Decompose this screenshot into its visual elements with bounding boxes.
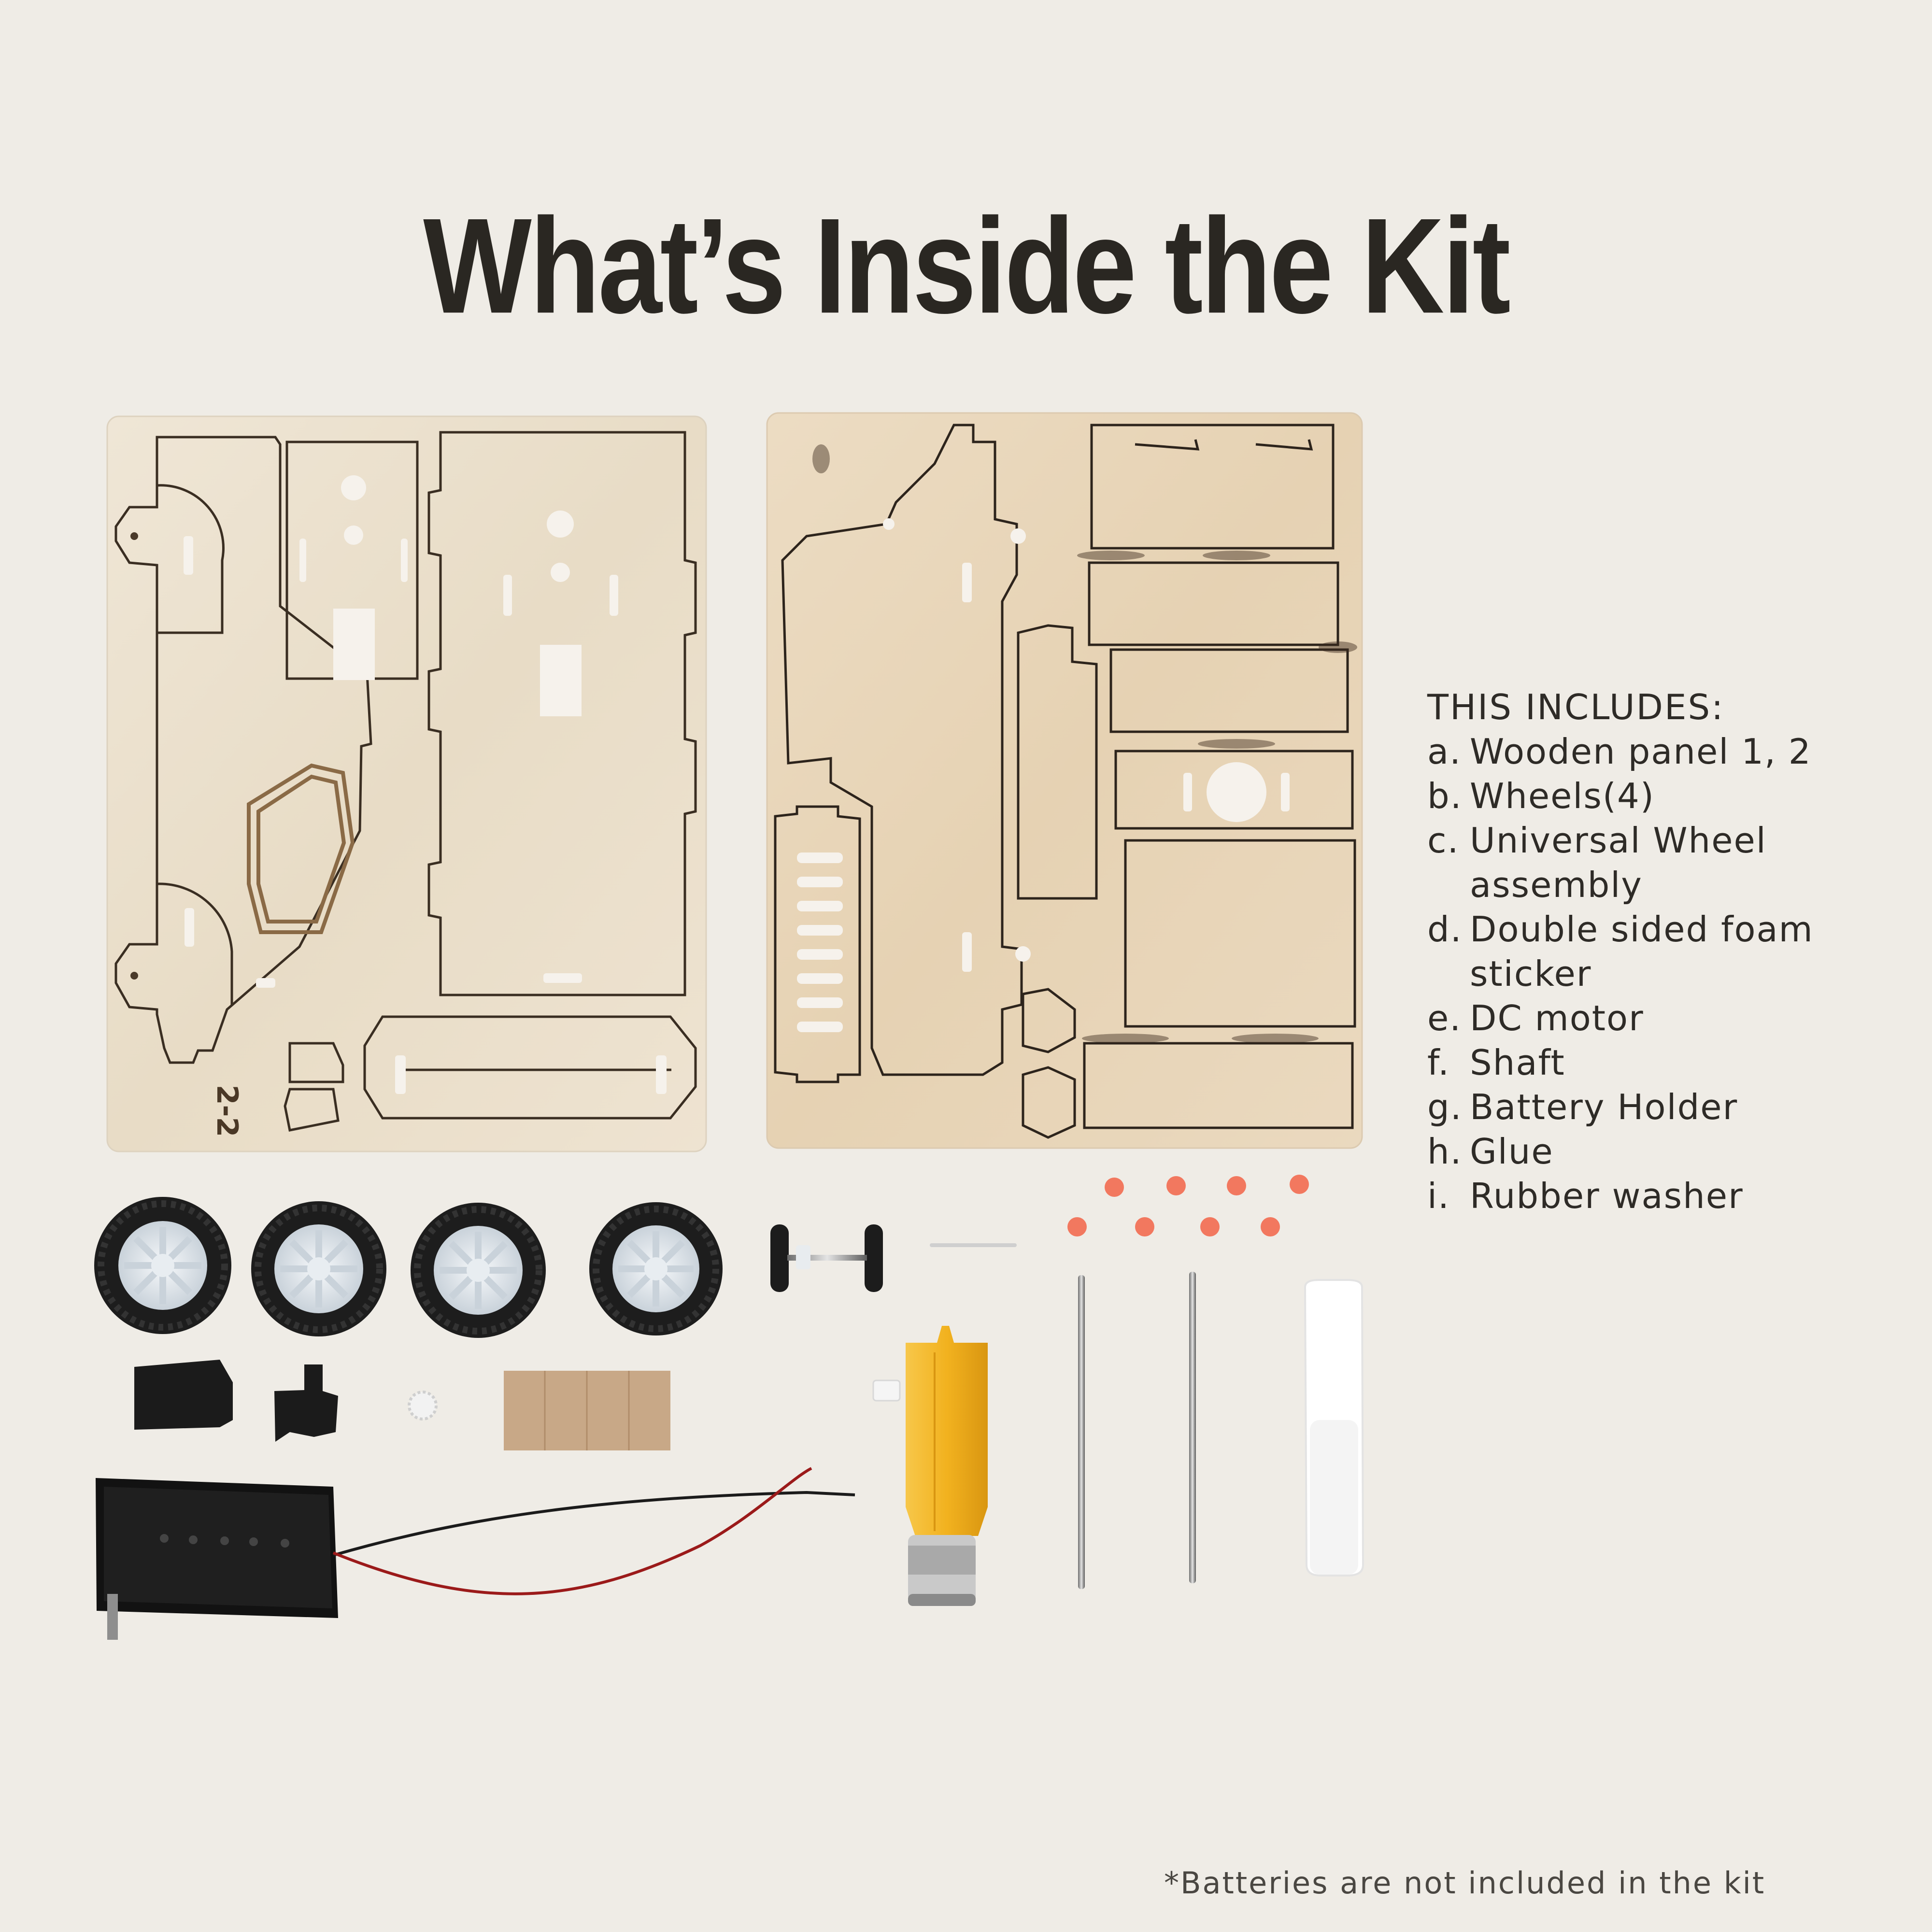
list-item: c.Universal Wheel assembly [1427,818,1910,907]
list-item: f. Shaft [1427,1040,1910,1085]
list-item: h.Glue [1427,1129,1910,1174]
list-text: Battery Holder [1470,1087,1738,1127]
dc-motor [872,1326,988,1606]
list-item: g.Battery Holder [1427,1085,1910,1129]
list-marker: f. [1427,1042,1450,1083]
list-marker: d. [1427,909,1463,950]
wooden-panel-1: 2-2 [106,415,707,1152]
list-marker: a. [1427,731,1462,772]
list-marker: b. [1427,776,1463,816]
batteries-footnote: *Batteries are not included in the kit [1164,1865,1766,1901]
list-text: Universal Wheel assembly [1470,820,1767,905]
list-marker: h. [1427,1131,1463,1172]
list-text: Double sided foam sticker [1470,909,1814,994]
contents-heading: THIS INCLUDES: [1427,687,1725,727]
list-marker: i. [1427,1176,1450,1216]
kit-contents-list: THIS INCLUDES: a.Wooden panel 1, 2 b.Whe… [1427,685,1910,1218]
list-item: d.Double sided foam sticker [1427,907,1910,996]
list-text: DC motor [1470,998,1644,1038]
list-marker: c. [1427,820,1460,861]
list-text: Wheels(4) [1470,776,1655,816]
foam-sticker [504,1371,670,1450]
shafts [1078,1272,1196,1589]
list-text: Wooden panel 1, 2 [1470,731,1812,772]
wooden-panel-2 [766,412,1363,1149]
list-item: a.Wooden panel 1, 2 [1427,729,1910,774]
rubber-washers [1067,1175,1309,1236]
list-item: b.Wheels(4) [1427,774,1910,818]
list-text: Shaft [1470,1042,1565,1083]
list-item: e.DC motor [1427,996,1910,1040]
page-title: What’s Inside the Kit [423,190,1511,342]
list-item: i. Rubber washer [1427,1174,1910,1218]
list-marker: e. [1427,998,1462,1038]
universal-wheel-axle [770,1224,1017,1292]
wheels [94,1197,723,1338]
glue-tube [1304,1279,1364,1577]
battery-holder [96,1467,855,1640]
list-text: Glue [1470,1131,1554,1172]
list-text: Rubber washer [1470,1176,1744,1216]
panel-1-engraving: 2-2 [210,1085,244,1137]
wheel-brackets [134,1360,438,1442]
list-marker: g. [1427,1087,1463,1127]
